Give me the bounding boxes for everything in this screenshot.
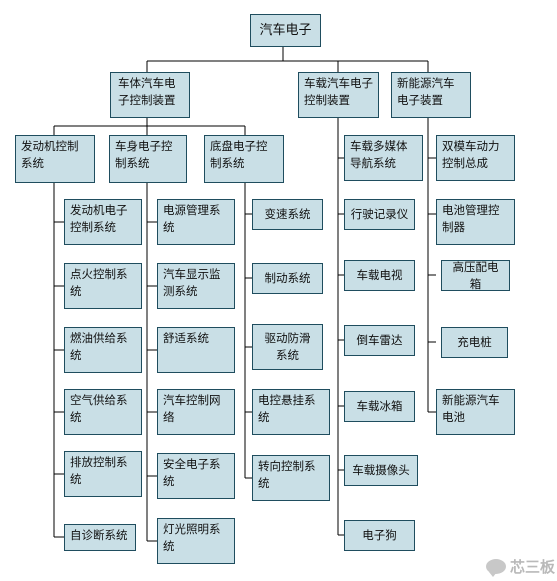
chat-bubble-icon [485,559,506,577]
engine-item: 点火控制系统 [64,263,142,309]
onboard-item: 车载冰箱 [344,391,415,422]
carbody-item: 灯光照明系统 [157,518,235,564]
onboard-item: 车载电视 [344,260,415,291]
subgroup-engine-control: 发动机控制系统 [15,135,95,183]
carbody-item: 汽车控制网络 [157,389,235,435]
nev-item: 充电桩 [441,327,508,358]
onboard-item: 电子狗 [344,520,415,551]
group-body-control: 车体汽车电子控制装置 [110,72,190,118]
carbody-item: 汽车显示监测系统 [157,263,235,309]
chassis-item: 制动系统 [252,263,323,294]
engine-item: 排放控制系统 [64,451,142,497]
carbody-item: 安全电子系统 [157,453,235,499]
engine-item: 燃油供给系统 [64,327,142,373]
nev-item: 电池管理控制器 [436,199,515,245]
carbody-item: 舒适系统 [157,327,235,373]
onboard-item: 倒车雷达 [344,325,415,356]
onboard-item: 行驶记录仪 [344,199,415,230]
chassis-item: 转向控制系统 [252,455,330,501]
engine-item: 空气供给系统 [64,389,142,435]
subgroup-chassis-control: 底盘电子控制系统 [204,135,284,183]
subgroup-carbody-control: 车身电子控制系统 [109,135,187,183]
chassis-item: 变速系统 [252,199,323,230]
engine-item: 发动机电子控制系统 [64,199,142,245]
nev-item: 新能源汽车电池 [436,389,515,435]
watermark: 芯三板 [485,556,555,577]
onboard-item: 车载摄像头 [344,455,418,486]
engine-item: 自诊断系统 [64,524,136,551]
group-onboard-control: 车载汽车电子控制装置 [298,72,379,118]
root-node: 汽车电子 [250,14,321,47]
nev-item: 双模车动力控制总成 [436,135,515,181]
carbody-item: 电源管理系统 [157,199,235,245]
chassis-item: 电控悬挂系统 [252,389,330,435]
nev-item: 高压配电箱 [441,260,510,291]
watermark-text: 芯三板 [509,558,555,576]
group-new-energy: 新能源汽车电子装置 [391,72,471,118]
chassis-item: 驱动防滑系统 [252,324,323,370]
onboard-item: 车载多媒体导航系统 [344,135,423,181]
